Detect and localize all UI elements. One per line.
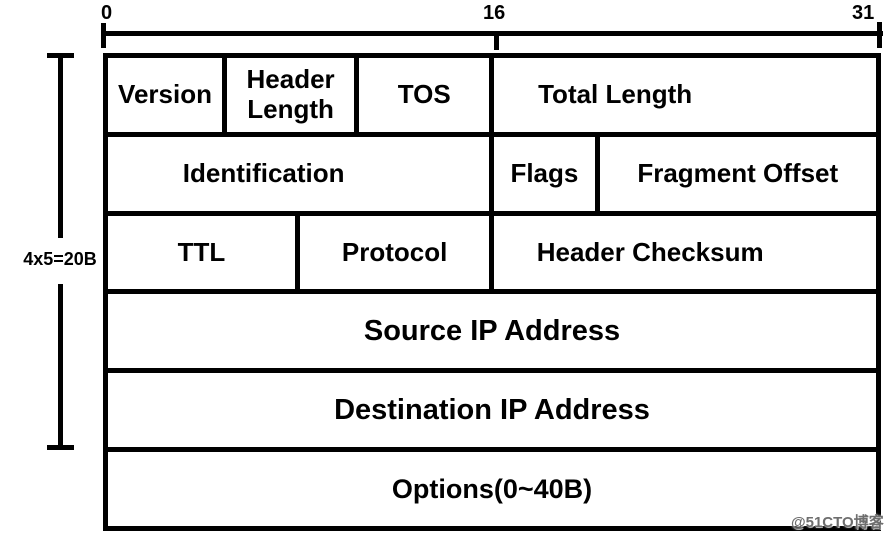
field-flags: Flags: [494, 136, 600, 211]
table-row: Identification Flags Fragment Offset: [108, 136, 876, 216]
table-row: Options(0~40B): [108, 452, 876, 526]
field-source-ip: Source IP Address: [363, 314, 621, 347]
header-size-label: 4x5=20B: [23, 249, 97, 269]
field-header-length: Header Length: [227, 58, 360, 132]
watermark: @51CTO博客: [791, 514, 884, 531]
bracket-lower-segment: [58, 284, 63, 447]
ipv4-field-table: Version Header Length TOS Total Length I…: [103, 53, 881, 531]
field-options: Options(0~40B): [391, 473, 593, 504]
field-total-length: Total Length: [538, 78, 693, 109]
table-row: Destination IP Address: [108, 373, 876, 453]
field-destination-ip: Destination IP Address: [334, 393, 650, 426]
field-identification: Identification: [108, 136, 495, 211]
ruler-label-16: 16: [483, 2, 506, 24]
field-tos: TOS: [359, 58, 495, 132]
ruler-label-0: 0: [101, 2, 113, 24]
table-row: Version Header Length TOS Total Length: [108, 58, 876, 137]
ruler-tick-16: [494, 33, 499, 50]
bracket-bottom-cap: [47, 445, 74, 450]
field-ttl: TTL: [108, 215, 300, 290]
field-version: Version: [108, 58, 228, 132]
field-fragment-offset: Fragment Offset: [637, 157, 839, 188]
ruler-line: [103, 31, 883, 36]
ruler-tick-0: [101, 23, 106, 48]
field-header-checksum: Header Checksum: [536, 236, 764, 267]
ruler-label-31: 31: [852, 2, 875, 24]
table-row: TTL Protocol Header Checksum: [108, 215, 876, 295]
ruler-tick-31: [877, 22, 882, 48]
bracket-upper-segment: [58, 53, 63, 238]
field-protocol: Protocol: [300, 215, 495, 290]
table-row: Source IP Address: [108, 294, 876, 374]
